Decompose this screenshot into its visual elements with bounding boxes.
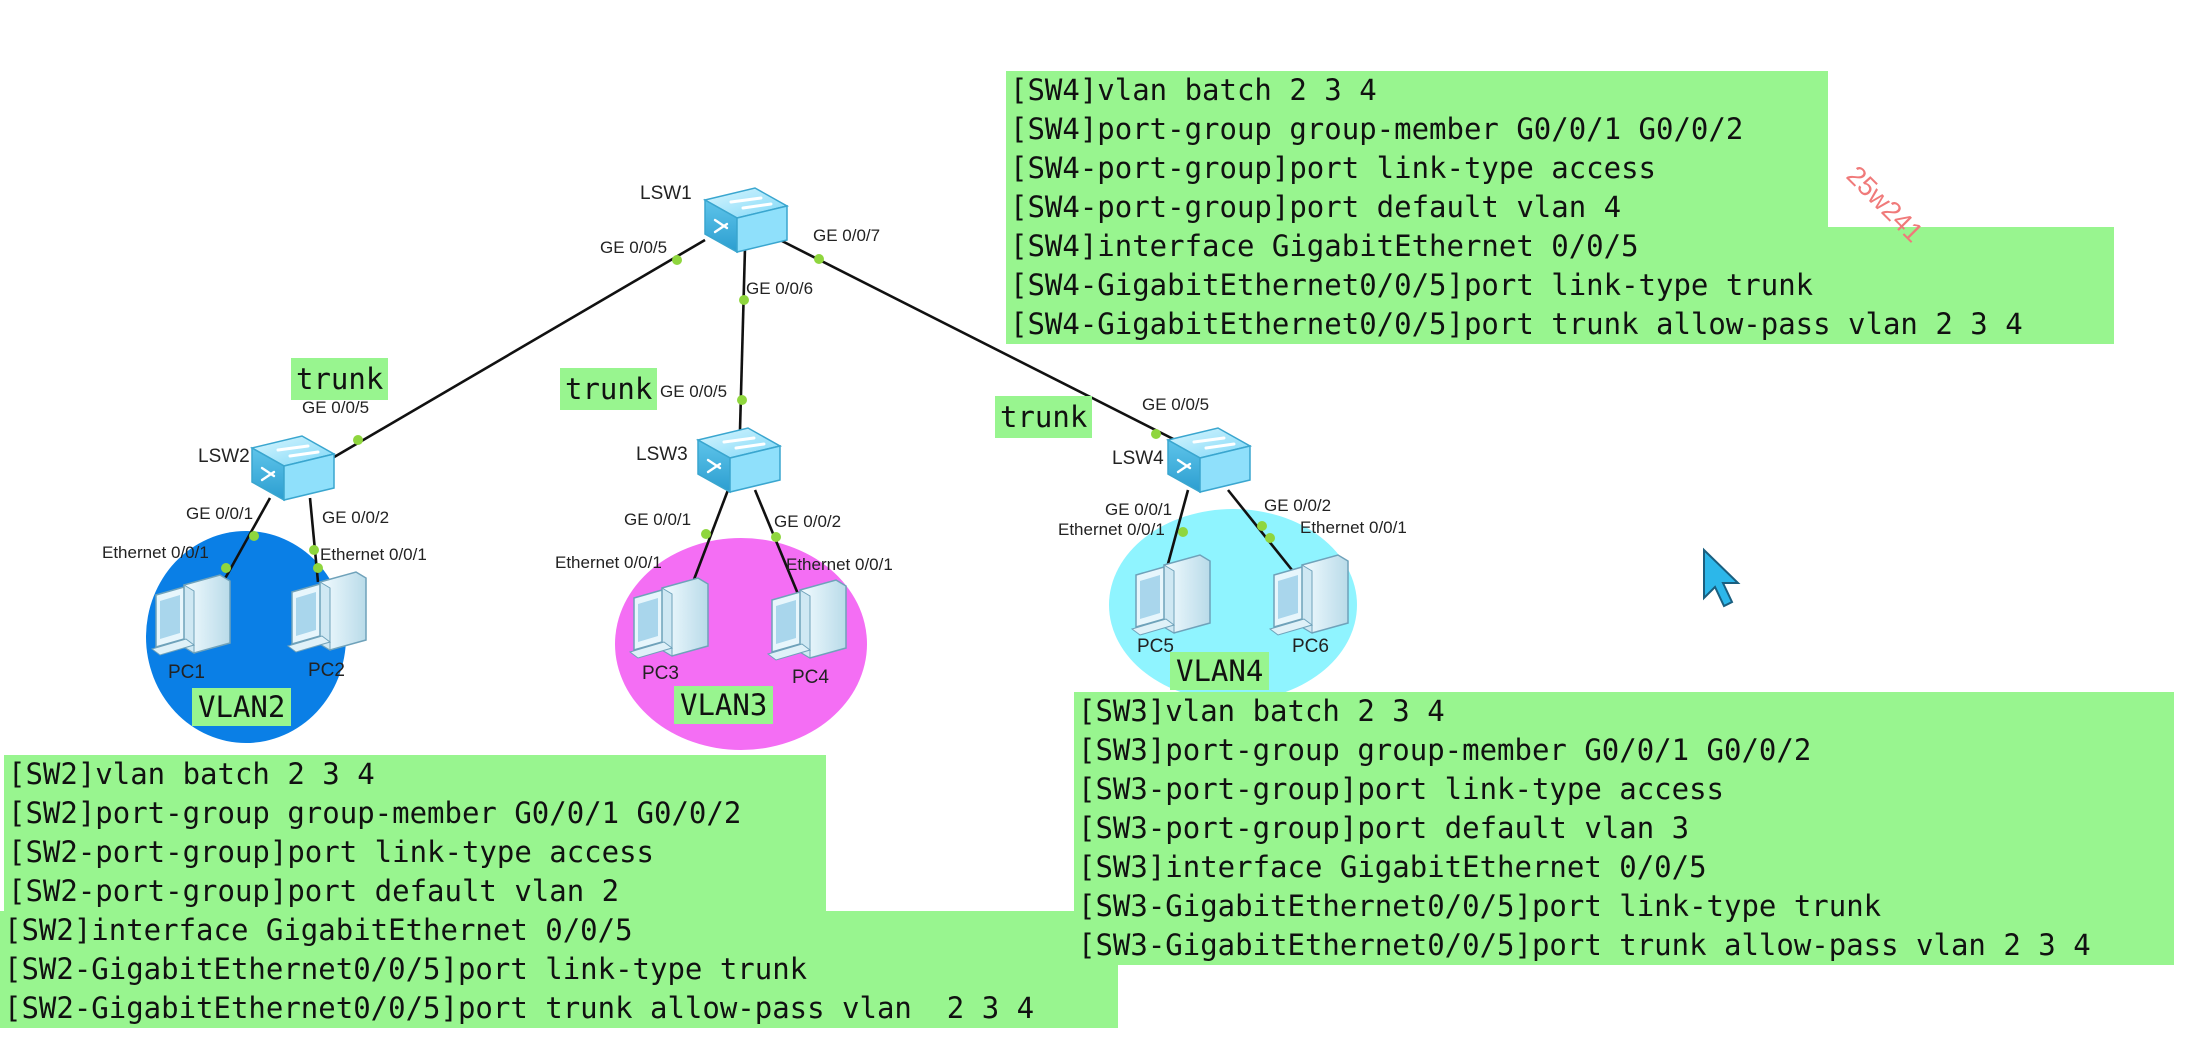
config-sw3: [SW3]vlan batch 2 3 4 [SW3]port-group gr… (1074, 692, 2174, 965)
port-label: GE 0/0/5 (660, 382, 728, 401)
config-line: [SW4]interface GigabitEthernet 0/0/5 (1006, 227, 2114, 266)
port-label: GE 0/0/1 (186, 504, 254, 523)
port-label: Ethernet 0/0/1 (786, 555, 893, 574)
pc4-label: PC4 (792, 667, 829, 688)
vlan-tag: VLAN2 (192, 688, 292, 726)
pc1-label: PC1 (168, 662, 205, 683)
port-label: GE 0/0/6 (746, 279, 814, 298)
pc5-label: PC5 (1137, 636, 1174, 657)
lsw3-label: LSW3 (636, 444, 688, 465)
link-lsw3-pc3 (688, 489, 730, 591)
config-line: [SW4-port-group]port link-type access (1006, 149, 1828, 188)
pc3-label: PC3 (642, 663, 679, 684)
port-label: GE 0/0/2 (774, 512, 842, 531)
switch-lsw3-icon[interactable] (696, 426, 782, 494)
pc6-label: PC6 (1292, 636, 1329, 657)
config-line: [SW2-port-group]port link-type access (4, 833, 826, 872)
port-label: Ethernet 0/0/1 (555, 553, 662, 572)
port-label: GE 0/0/5 (302, 398, 370, 417)
config-line: [SW2]port-group group-member G0/0/1 G0/0… (4, 794, 826, 833)
link-lsw4-pc5 (1163, 489, 1190, 576)
config-line: [SW3]port-group group-member G0/0/1 G0/0… (1074, 731, 2174, 770)
config-line: [SW3-port-group]port default vlan 3 (1074, 809, 2174, 848)
link-lsw1-lsw4 (779, 238, 1196, 452)
port-label: GE 0/0/7 (813, 226, 881, 245)
lsw1-label: LSW1 (640, 183, 692, 204)
vlan-tag: VLAN3 (674, 686, 774, 724)
config-line: [SW4]vlan batch 2 3 4 (1006, 71, 1828, 110)
config-line: [SW4-GigabitEthernet0/0/5]port trunk all… (1006, 305, 2114, 344)
port-label: Ethernet 0/0/1 (102, 543, 209, 562)
switch-lsw4-icon[interactable] (1166, 426, 1252, 494)
config-line: [SW4-port-group]port default vlan 4 (1006, 188, 1828, 227)
port-label: Ethernet 0/0/1 (320, 545, 427, 564)
link-lsw3-pc4 (753, 489, 800, 595)
port-label: GE 0/0/2 (1264, 496, 1332, 515)
port-label: GE 0/0/5 (600, 238, 668, 257)
port-label: GE 0/0/2 (322, 508, 390, 527)
config-line: [SW3]interface GigabitEthernet 0/0/5 (1074, 848, 2174, 887)
switch-lsw1-icon[interactable] (703, 186, 789, 254)
port-dots (221, 254, 1275, 573)
config-line: [SW3-GigabitEthernet0/0/5]port link-type… (1074, 887, 2174, 926)
pc2-label: PC2 (308, 660, 345, 681)
lsw4-label: LSW4 (1112, 448, 1164, 469)
config-line: [SW3]vlan batch 2 3 4 (1074, 692, 2174, 731)
switch-lsw2-icon[interactable] (250, 434, 336, 502)
config-line: [SW3-port-group]port link-type access (1074, 770, 2174, 809)
port-label: GE 0/0/5 (1142, 395, 1210, 414)
config-line: [SW2]interface GigabitEthernet 0/0/5 (0, 911, 1118, 950)
config-sw2: [SW2]vlan batch 2 3 4 [SW2]port-group gr… (0, 755, 1118, 1028)
config-line: [SW4-GigabitEthernet0/0/5]port link-type… (1006, 266, 2114, 305)
config-line: [SW4]port-group group-member G0/0/1 G0/0… (1006, 110, 1828, 149)
port-label: GE 0/0/1 (624, 510, 692, 529)
port-label: Ethernet 0/0/1 (1058, 520, 1165, 539)
trunk-tag: trunk (560, 368, 658, 410)
port-label: GE 0/0/1 (1105, 500, 1173, 519)
mouse-cursor-icon (1703, 547, 1741, 608)
lsw2-label: LSW2 (198, 446, 250, 467)
link-lsw1-lsw2 (311, 238, 706, 472)
port-label: Ethernet 0/0/1 (1300, 518, 1407, 537)
config-line: [SW2-GigabitEthernet0/0/5]port link-type… (0, 950, 1118, 989)
config-line: [SW2-GigabitEthernet0/0/5]port trunk all… (0, 989, 1118, 1028)
trunk-tag: trunk (995, 396, 1093, 438)
vlan-tag: VLAN4 (1170, 652, 1270, 690)
config-line: [SW2]vlan batch 2 3 4 (4, 755, 826, 794)
config-sw4: [SW4]vlan batch 2 3 4 [SW4]port-group gr… (1006, 71, 2114, 344)
trunk-tag: trunk (291, 358, 389, 400)
config-line: [SW2-port-group]port default vlan 2 (4, 872, 826, 911)
config-line: [SW3-GigabitEthernet0/0/5]port trunk all… (1074, 926, 2174, 965)
